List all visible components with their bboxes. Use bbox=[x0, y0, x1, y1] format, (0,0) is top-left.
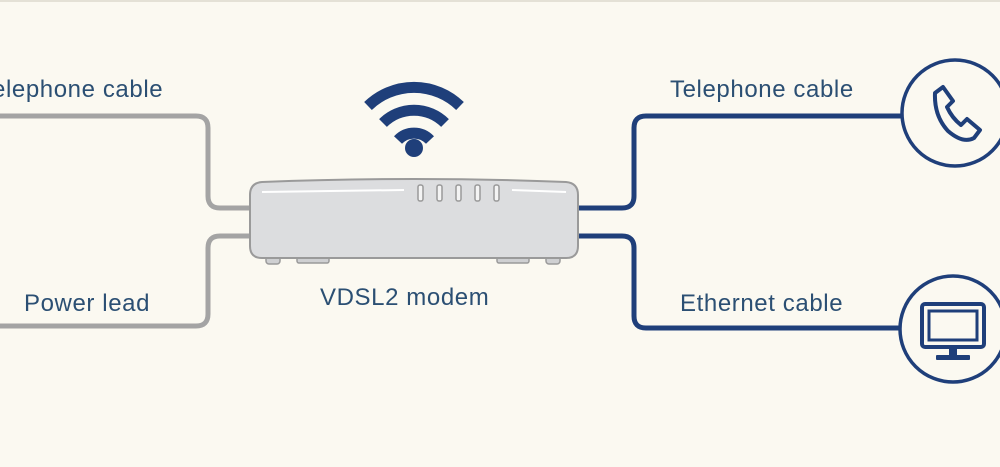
power-lead-cable bbox=[0, 233, 255, 329]
wifi-icon bbox=[364, 81, 464, 157]
modem-label: VDSL2 modem bbox=[320, 284, 490, 311]
top-divider bbox=[0, 0, 1000, 2]
ethernet-cable-label: Ethernet cable bbox=[680, 290, 844, 317]
right-telephone-cable-label: Telephone cable bbox=[670, 76, 854, 103]
phone-icon bbox=[900, 58, 1000, 168]
right-telephone-cable bbox=[575, 113, 906, 211]
power-lead-label: Power lead bbox=[24, 290, 151, 317]
modem-status-lights bbox=[417, 184, 500, 202]
monitor-icon bbox=[898, 274, 1000, 384]
left-telephone-cable bbox=[0, 113, 255, 211]
left-telephone-cable-label: elephone cable bbox=[0, 76, 164, 103]
modem-device bbox=[249, 178, 579, 265]
ethernet-cable bbox=[575, 233, 906, 331]
